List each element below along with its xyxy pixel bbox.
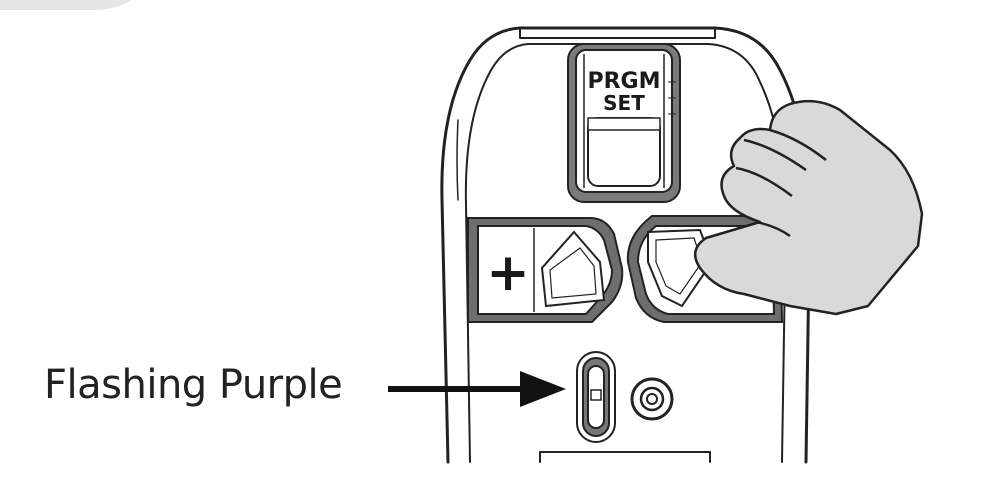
- up-triangle-icon: [540, 230, 606, 308]
- right-arrow-icon: [388, 371, 566, 407]
- flashing-purple-caption: Flashing Purple: [44, 362, 343, 408]
- indicator-light: [576, 351, 616, 443]
- corner-shade: [0, 0, 132, 10]
- set-label: SET: [603, 91, 645, 115]
- program-set-button[interactable]: PRGM SET: [567, 43, 681, 203]
- prgm-label: PRGM: [587, 69, 660, 94]
- plus-button[interactable]: +: [467, 217, 624, 323]
- pointing-hand-icon: [693, 99, 924, 316]
- sensor-circle: [630, 377, 674, 421]
- plus-symbol: +: [486, 243, 530, 303]
